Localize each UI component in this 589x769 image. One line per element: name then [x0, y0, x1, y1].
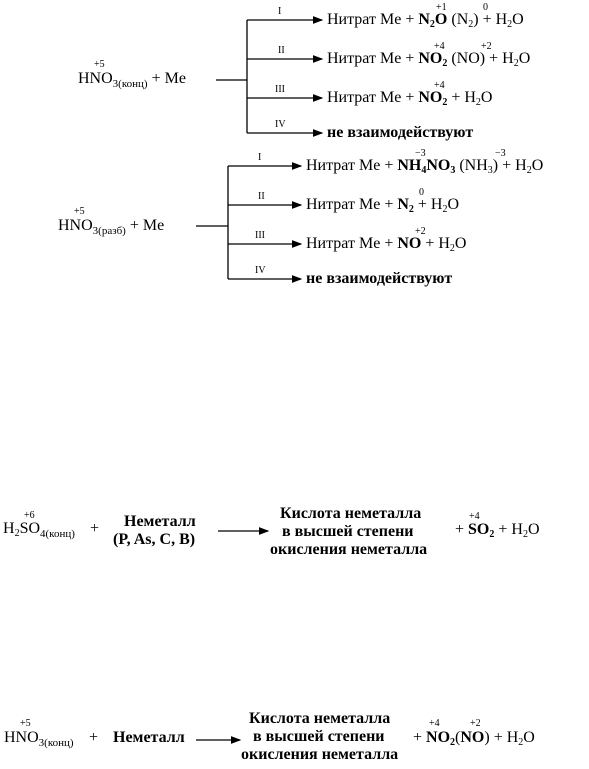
nonmetal-examples: (P, As, C, B)	[113, 531, 196, 548]
product-line: Нитрат Me + NO2 + H2O	[327, 89, 493, 108]
so2-ox-state: +4	[469, 511, 480, 522]
reactant-formula: HNO3(разб) + Me	[58, 217, 165, 237]
branch-num: IV	[255, 265, 266, 276]
no2-ox-state: +4	[429, 718, 440, 729]
acid-ox-state: +5	[20, 718, 31, 729]
acid-formula: HNO3(конц)	[4, 729, 74, 749]
ox-state: 0	[419, 187, 424, 198]
branch-num: II	[278, 45, 285, 56]
ox-state: +2	[481, 41, 492, 52]
product-line1: Кислота неметалла	[249, 710, 391, 727]
reactant-ox-state: +5	[94, 59, 105, 70]
plus-sign: +	[90, 520, 100, 537]
product-line3: окисления неметалла	[241, 746, 399, 763]
product-line3: окисления неметалла	[270, 541, 428, 558]
nonmetal-label: Неметалл	[113, 729, 185, 746]
nonmetal-label: Неметалл	[124, 513, 196, 530]
branch-num: IV	[275, 119, 286, 130]
no-reaction-text: не взаимодействуют	[306, 270, 453, 287]
plus-sign: +	[89, 729, 99, 746]
product-line: Нитрат Me + NH4NO3 (NH3) + H2O	[306, 157, 544, 176]
product-line1: Кислота неметалла	[280, 505, 422, 522]
no-ox-state: +2	[470, 718, 481, 729]
product-line: Нитрат Me + N2 + H2O	[306, 196, 460, 215]
reactant-ox-state: +5	[74, 206, 85, 217]
branch-num: I	[278, 6, 282, 17]
ox-state: −3	[495, 148, 506, 159]
product-line: Нитрат Me + NO + H2O	[306, 235, 467, 254]
branch-num: I	[258, 152, 262, 163]
ox-state: +1	[436, 2, 447, 13]
ox-state: 0	[483, 2, 488, 13]
branch-num: III	[275, 84, 285, 95]
product-line2: в высшей степени	[253, 728, 385, 745]
product-line2: в высшей степени	[282, 523, 414, 540]
no-reaction-text: не взаимодействуют	[327, 124, 474, 141]
acid-ox-state: +6	[24, 510, 35, 521]
ox-state: +4	[434, 80, 445, 91]
ox-state: −3	[415, 148, 426, 159]
ox-state: +4	[434, 41, 445, 52]
branch-num: II	[258, 191, 265, 202]
acid-formula: H2SO4(конц)	[3, 520, 75, 540]
ox-state: +2	[415, 226, 426, 237]
product-line: Нитрат Me + NO2 (NO) + H2O	[327, 50, 531, 69]
branch-num: III	[255, 230, 265, 241]
reactant-formula: HNO3(конц) + Me	[78, 70, 186, 90]
product-line: Нитрат Me + N2O (N2) + H2O	[327, 11, 524, 30]
no2-no-water: + NO2(NO) + H2O	[413, 729, 535, 748]
so2-water: + SO2 + H2O	[455, 521, 540, 540]
